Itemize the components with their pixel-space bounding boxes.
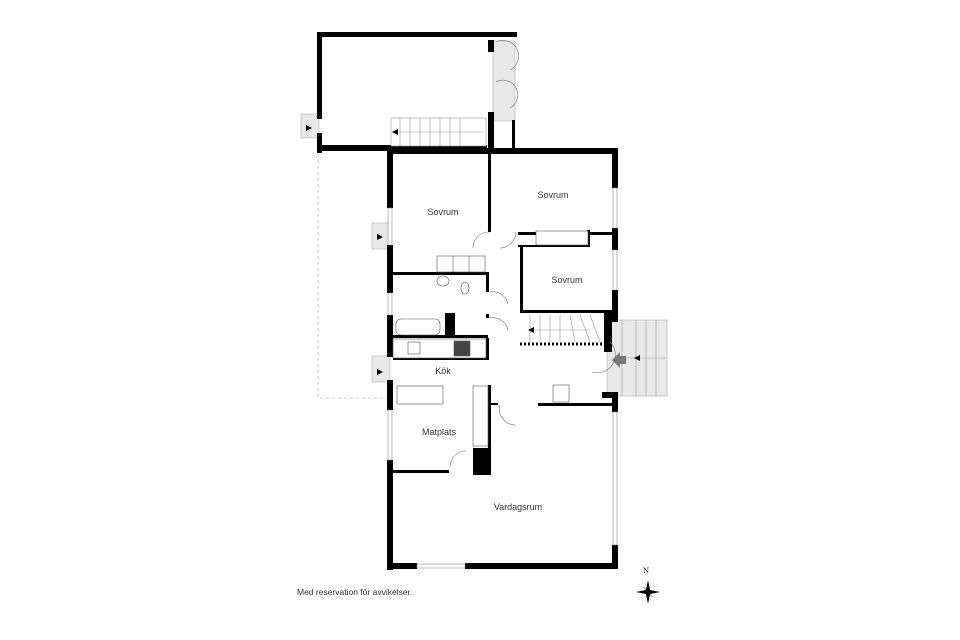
windows	[387, 187, 618, 569]
entrance-arrow-icon	[612, 352, 626, 368]
disclaimer-text: Med reservation för avvikelser.	[297, 587, 413, 597]
north-label: N	[642, 567, 650, 575]
arrow-icons	[306, 125, 640, 375]
toilet-icon	[460, 281, 470, 295]
walls	[317, 32, 618, 570]
kitchen-sink-icon	[407, 341, 421, 355]
kitchen-counter	[392, 338, 487, 359]
door-swings	[449, 40, 616, 468]
fixtures	[392, 230, 589, 447]
sink-icon	[436, 275, 450, 287]
room-label-sovrum-2: Sovrum	[537, 190, 569, 200]
compass-rose-icon	[636, 580, 660, 604]
stairs	[390, 117, 666, 396]
room-label-matplats: Matplats	[421, 427, 457, 437]
room-label-sovrum-3: Sovrum	[551, 275, 583, 285]
bathtub-icon	[395, 318, 441, 336]
stove-icon	[453, 340, 471, 357]
room-label-vardagsrum: Vardagsrum	[493, 502, 543, 512]
room-label-kok: Kök	[435, 366, 451, 376]
room-label-sovrum-1: Sovrum	[427, 207, 459, 217]
